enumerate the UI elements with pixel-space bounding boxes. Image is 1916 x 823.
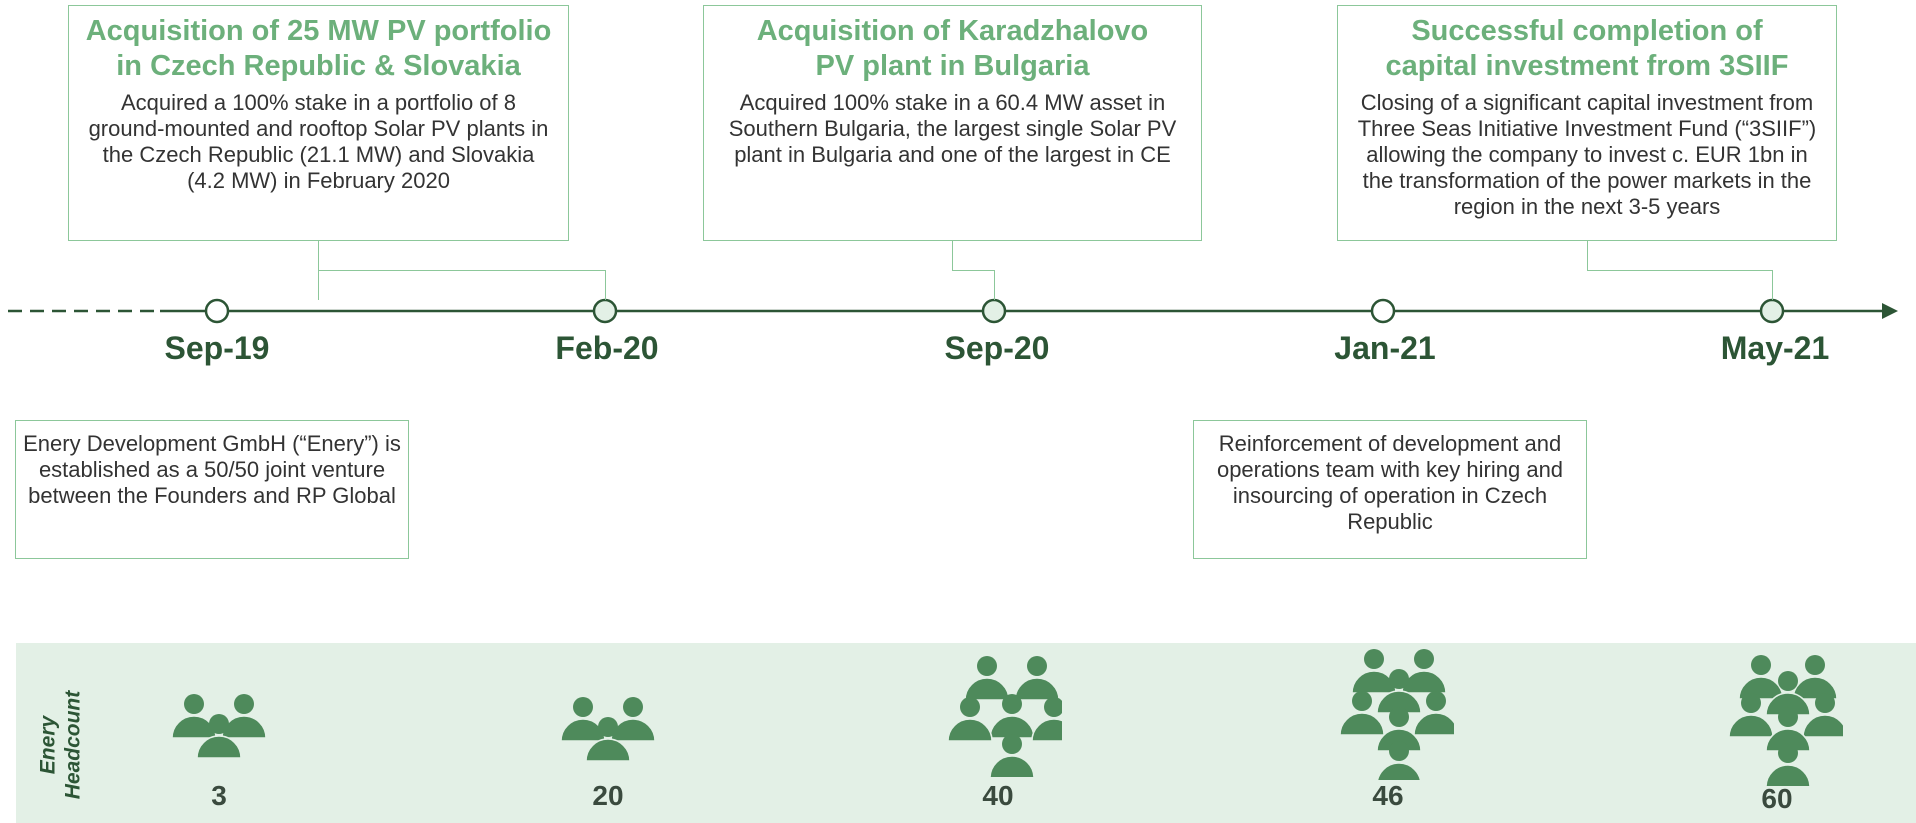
event-box-pv-portfolio: Acquisition of 25 MW PV portfolio in Cze…	[68, 5, 569, 241]
headcount-value-2: 20	[592, 780, 624, 811]
connector-event-3-v2	[1772, 270, 1773, 300]
date-label-2: Feb-20	[555, 330, 659, 366]
event-box-team-reinforcement: Reinforcement of development and operati…	[1193, 420, 1587, 559]
person-icon	[1401, 649, 1447, 694]
person-icon	[1376, 741, 1422, 780]
headcount-label-text: Enery Headcount	[36, 690, 85, 800]
event-description: Acquired a 100% stake in a portfolio of …	[88, 90, 549, 193]
connector-event-2-h	[952, 270, 994, 271]
date-label-1: Sep-19	[164, 330, 270, 366]
headcount-value-4: 46	[1372, 780, 1404, 811]
event-description: Reinforcement of development and operati…	[1216, 431, 1564, 534]
person-icon	[1738, 655, 1784, 700]
connector-event-1-v2	[605, 270, 606, 300]
event-box-karadzhalovo: Acquisition of Karadzhalovo PV plant in …	[703, 5, 1202, 241]
person-icon	[1802, 693, 1843, 738]
headcount-value-5: 60	[1761, 783, 1793, 814]
person-icon	[1339, 691, 1385, 736]
people-group-icon-4	[1339, 649, 1454, 780]
headcount-label: Enery Headcount	[30, 690, 90, 800]
event-title: Acquisition of Karadzhalovo PV plant in …	[756, 15, 1149, 82]
person-icon	[1728, 693, 1774, 738]
person-icon	[221, 694, 267, 739]
person-icon	[1765, 707, 1811, 752]
connector-event-2-v2	[994, 270, 995, 300]
event-title: Acquisition of 25 MW PV portfolio in Cze…	[85, 15, 552, 82]
timeline-node-3	[981, 298, 1007, 324]
person-icon	[989, 694, 1035, 739]
date-label-3: Sep-20	[944, 330, 1050, 366]
person-icon	[964, 656, 1010, 701]
person-icon	[1376, 669, 1422, 714]
person-icon	[989, 734, 1035, 777]
event-title: Successful completion of capital investm…	[1385, 15, 1789, 82]
person-icon	[560, 697, 606, 742]
person-icon	[171, 694, 217, 739]
timeline-node-1	[204, 298, 230, 324]
timeline-arrowhead	[1882, 303, 1898, 319]
timeline-node-2	[592, 298, 618, 324]
connector-event-3-v1	[1587, 240, 1588, 270]
headcount-value-3: 40	[982, 780, 1014, 811]
connector-event-2-v1	[952, 240, 953, 270]
person-icon	[1413, 691, 1454, 736]
headcount-value-1: 3	[211, 780, 227, 811]
person-icon	[1765, 671, 1811, 716]
people-group-icon-2	[560, 697, 656, 762]
event-description: Closing of a significant capital investm…	[1357, 90, 1817, 219]
person-icon	[1792, 655, 1838, 700]
person-icon	[1351, 649, 1397, 694]
person-icon	[610, 697, 656, 742]
timeline-node-5	[1759, 298, 1785, 324]
person-icon	[1031, 697, 1062, 742]
people-group-icon-1	[171, 694, 267, 759]
event-box-enery-established: Enery Development GmbH (“Enery”) is esta…	[15, 420, 409, 559]
people-group-icon-5	[1728, 655, 1843, 786]
connector-event-3-h	[1587, 270, 1772, 271]
event-box-3siif: Successful completion of capital investm…	[1337, 5, 1837, 241]
person-icon	[585, 717, 631, 762]
timeline-node-4	[1370, 298, 1396, 324]
date-label-5: May-21	[1720, 330, 1830, 366]
event-description: Enery Development GmbH (“Enery”) is esta…	[23, 431, 401, 508]
person-icon	[1376, 707, 1422, 752]
connector-event-1-h	[318, 270, 605, 271]
people-group-icon-3	[947, 656, 1062, 777]
person-icon	[196, 714, 242, 759]
person-icon	[1765, 743, 1811, 786]
person-icon	[947, 697, 993, 742]
person-icon	[1014, 656, 1060, 701]
event-description: Acquired 100% stake in a 60.4 MW asset i…	[728, 90, 1177, 167]
date-label-4: Jan-21	[1334, 330, 1436, 366]
